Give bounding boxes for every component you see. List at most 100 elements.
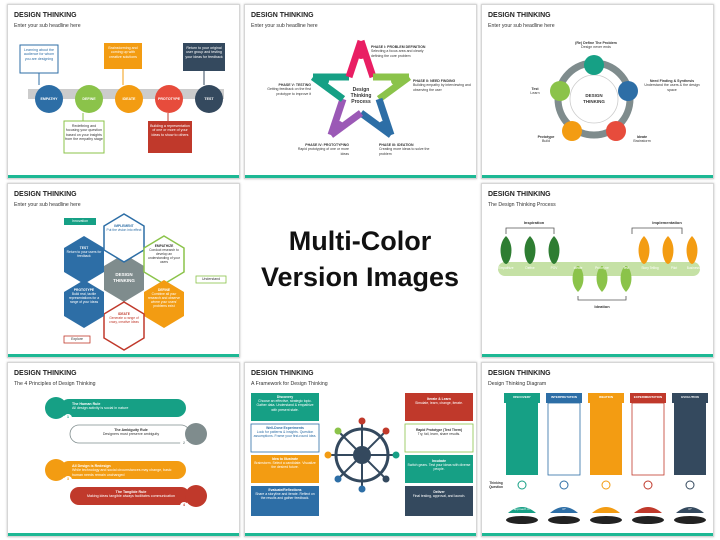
slide-title: DESIGN THINKING [251, 370, 314, 377]
hex-tag: Innovation [71, 219, 89, 223]
slide-thumbnail-9[interactable]: DESIGN THINKING Design Thinking Diagram [481, 362, 714, 537]
stage-label: TEST [204, 97, 214, 101]
stage-box-text: Brainstorming and coming up with creativ… [108, 46, 138, 59]
framework-box: Rapid Prototype (Test Them)Try, fail, le… [415, 428, 463, 437]
wheel-diagram [250, 393, 474, 516]
column-question: How do I approach it? [513, 503, 531, 511]
slide-title: DESIGN THINKING [488, 370, 551, 377]
column-question: How do I build it? [636, 503, 660, 507]
slide-subtitle: Enter your sub headline here [488, 23, 555, 29]
process-node-labels: Empathize Define POV Ideate Prototype Te… [498, 266, 710, 270]
process-diagram [498, 227, 700, 301]
group-label: Ideation [594, 304, 610, 309]
stage-box-text: Building a representation of one or more… [150, 124, 190, 137]
slide-title: DESIGN THINKING [488, 191, 551, 198]
principle-number: 1 [67, 415, 69, 419]
accent-bar [8, 354, 239, 357]
column-diagram [504, 393, 708, 524]
slide-thumbnail-4[interactable]: DESIGN THINKING Enter your sub headline … [7, 183, 240, 358]
hexagon-diagram [63, 213, 227, 351]
accent-bar [482, 175, 713, 178]
stage-box-text: Return to your original user group and t… [185, 46, 223, 59]
slide-thumbnail-2[interactable]: DESIGN THINKING Enter your sub headline … [244, 4, 477, 179]
column-header: EXPERIMENTATION [633, 395, 663, 399]
column-header: EVOLUTION [681, 395, 699, 399]
slide-subtitle: A Framework for Design Thinking [251, 381, 328, 387]
principle-number: 4 [183, 503, 185, 507]
column-header: DISCOVERY [513, 395, 531, 399]
column-question: How do I improve it? [678, 503, 702, 511]
stage-label: DEFINE [82, 97, 96, 101]
cycle-diagram [550, 55, 638, 141]
slide-title: DESIGN THINKING [251, 12, 314, 19]
group-label: Implementation [652, 220, 682, 225]
stage-label: EMPATHY [40, 97, 58, 101]
group-label: Inspiration [523, 220, 545, 225]
slide-subtitle: Enter your sub headline here [14, 23, 81, 29]
stage-box-text: Learning about the audience for whom you… [23, 48, 55, 61]
stage-box-text: Redefining and focusing your question ba… [65, 124, 103, 142]
slide-subtitle: Design Thinking Diagram [488, 381, 547, 387]
column-question: What do I create? [594, 503, 618, 507]
column-question: How do I interpret it? [552, 503, 576, 511]
hex-tag: Understand [201, 277, 221, 281]
star-diagram [310, 39, 412, 138]
slide-subtitle: Enter your sub headline here [14, 202, 81, 208]
slide-thumbnail-8[interactable]: DESIGN THINKING A Framework for Design T… [244, 362, 477, 537]
accent-bar [482, 354, 713, 357]
slide-title: DESIGN THINKING [14, 370, 77, 377]
hex-tag: Explore [71, 337, 83, 341]
slide-title: DESIGN THINKING [14, 191, 77, 198]
slide-thumbnail-1[interactable]: DESIGN THINKING Enter your sub headline … [7, 4, 240, 179]
slide-subtitle: Enter your sub headline here [251, 23, 318, 29]
slide-subtitle: The 4 Principles of Design Thinking [14, 381, 96, 387]
slide-thumbnail-6[interactable]: DESIGN THINKING The Design Thinking Proc… [481, 183, 714, 358]
slide-title: DESIGN THINKING [488, 12, 551, 19]
principle-number: 3 [67, 477, 69, 481]
stage-label: IDEATE [122, 97, 136, 101]
accent-bar [245, 175, 476, 178]
slide-thumbnail-3[interactable]: DESIGN THINKING Enter your sub headline … [481, 4, 714, 179]
multi-color-heading: Multi-Color Version Images [260, 226, 460, 292]
column-header: INTERPRETATION [551, 395, 577, 399]
stage-label: PROTOTYPE [157, 97, 181, 101]
slide-title: DESIGN THINKING [14, 12, 77, 19]
principle-number: 2 [183, 441, 185, 445]
five-stage-diagram [19, 43, 225, 154]
slide-thumbnail-7[interactable]: DESIGN THINKING The 4 Principles of Desi… [7, 362, 240, 537]
accent-bar [8, 533, 239, 536]
accent-bar [8, 175, 239, 178]
principles-diagram [45, 397, 207, 510]
column-header: IDEATION [598, 395, 614, 399]
